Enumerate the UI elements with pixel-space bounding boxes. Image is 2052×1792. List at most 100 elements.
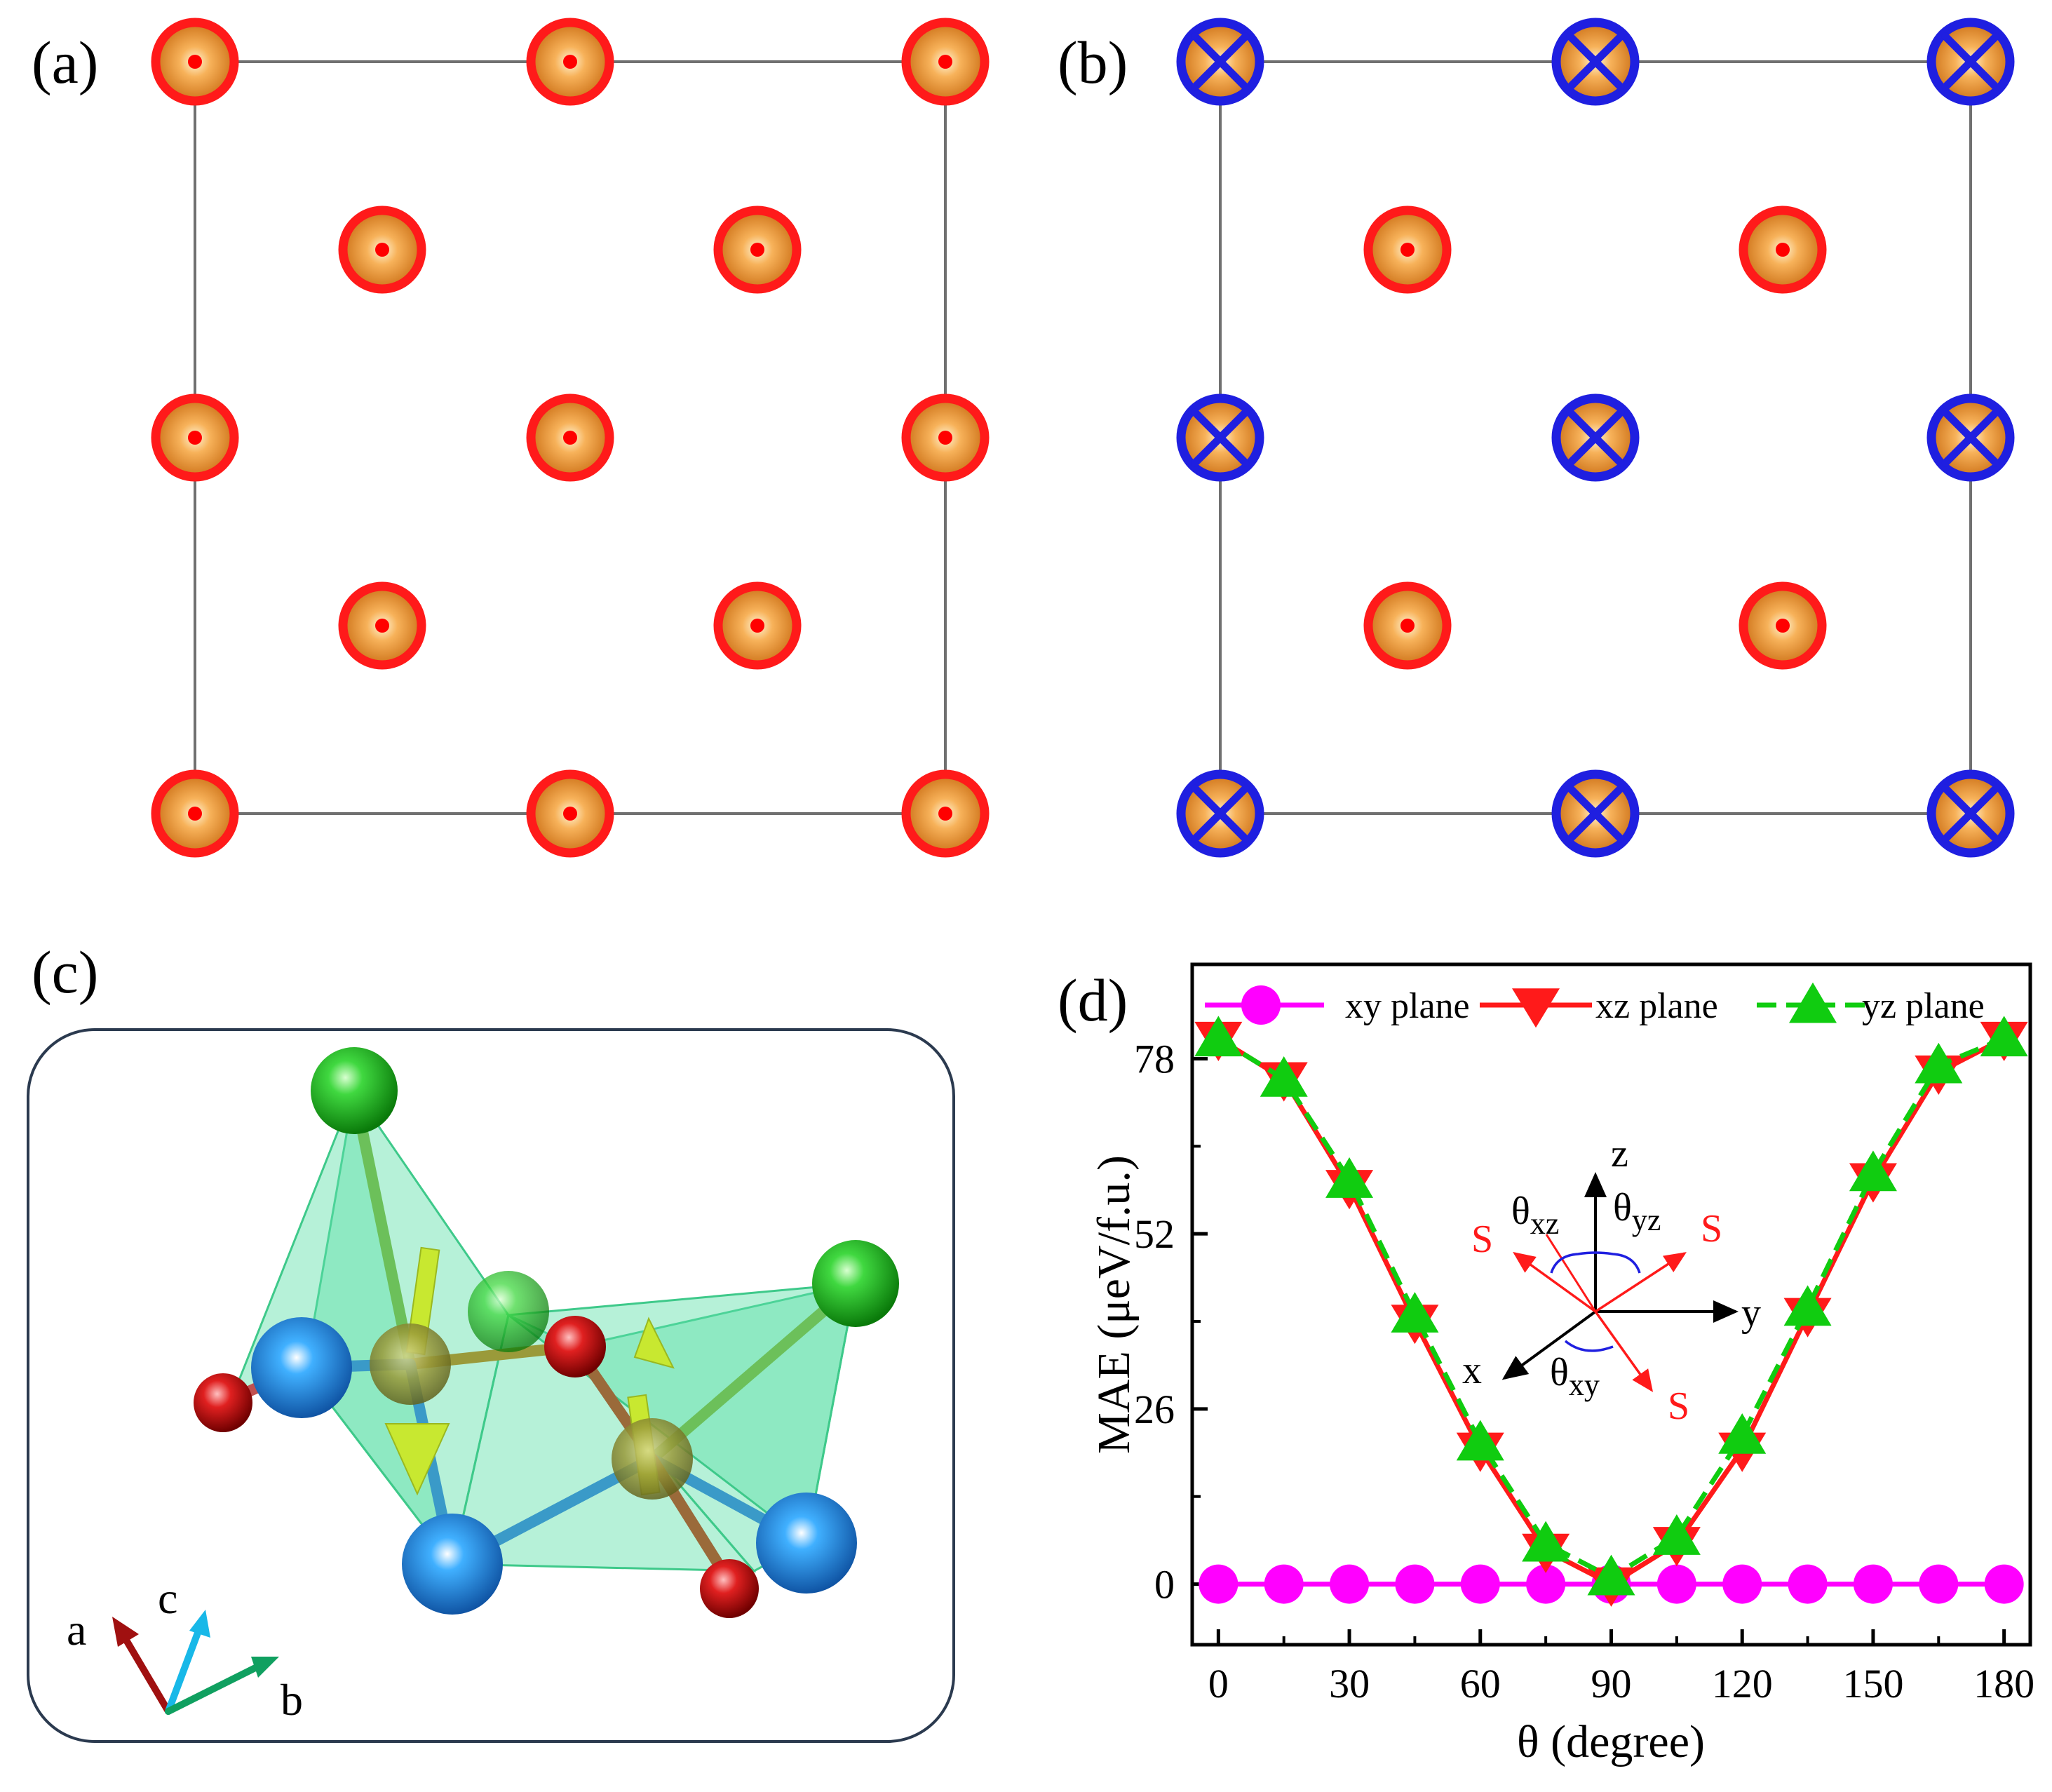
spin-down-site xyxy=(1926,18,2015,106)
marker-circle xyxy=(1919,1564,1959,1604)
marker-triangle-up xyxy=(1456,1420,1504,1461)
inset-label-x: x xyxy=(1462,1349,1482,1392)
marker-circle xyxy=(1984,1564,2024,1604)
panel-d-label: (d) xyxy=(1058,966,1128,1034)
panel-c-label: (c) xyxy=(32,938,98,1006)
inset-arc-xz-yz xyxy=(1550,1251,1641,1274)
spin-down-site xyxy=(1926,769,2015,858)
axis-label-c: c xyxy=(158,1573,177,1623)
legend-label: yz plane xyxy=(1862,986,1985,1026)
y-tick-label: 78 xyxy=(1134,1036,1175,1082)
panel-c-structure: a c b xyxy=(27,1028,955,1743)
marker-circle xyxy=(1526,1564,1566,1604)
spin-up-site xyxy=(151,769,239,858)
series-yz-plane xyxy=(1194,1016,2028,1596)
inset-label-y: y xyxy=(1741,1291,1761,1335)
atom-blue xyxy=(756,1493,857,1594)
spin-up-site xyxy=(901,393,990,482)
spin-up-site xyxy=(713,206,802,294)
spin-down-site xyxy=(1551,769,1640,858)
x-tick-label: 30 xyxy=(1329,1661,1370,1706)
spin-up-site xyxy=(526,769,614,858)
marker-circle xyxy=(1395,1564,1435,1604)
marker-circle xyxy=(1460,1564,1500,1604)
marker-circle xyxy=(1330,1564,1370,1604)
marker-circle xyxy=(1722,1564,1762,1604)
marker-circle xyxy=(1788,1564,1828,1604)
inset-angle-xy: θxy xyxy=(1550,1351,1600,1402)
spin-up-site xyxy=(713,581,802,670)
panel-b-lattice xyxy=(1176,18,2015,858)
inset-arc-xy xyxy=(1564,1340,1614,1352)
y-axis-label: MAE (μeV/f.u.) xyxy=(1088,1155,1140,1454)
atom-blue xyxy=(251,1317,352,1418)
x-tick-label: 180 xyxy=(1973,1661,2034,1706)
axis-label-a: a xyxy=(67,1605,86,1655)
series-xy-plane xyxy=(1199,1564,2024,1604)
spin-up-site xyxy=(526,393,614,482)
marker-triangle-up xyxy=(1325,1157,1374,1198)
y-tick-label: 0 xyxy=(1154,1562,1175,1608)
marker-triangle-up xyxy=(1194,1016,1243,1057)
atom-green xyxy=(812,1240,899,1327)
atom-olive xyxy=(370,1323,451,1405)
x-tick-label: 60 xyxy=(1460,1661,1501,1706)
y-tick-label: 26 xyxy=(1134,1387,1175,1432)
spin-up-site xyxy=(901,18,990,106)
spin-down-site xyxy=(1176,393,1264,482)
inset-angle-xz: θxz xyxy=(1511,1190,1559,1241)
x-tick-label: 150 xyxy=(1842,1661,1903,1706)
marker-circle xyxy=(1656,1564,1696,1604)
legend-label: xy plane xyxy=(1345,986,1470,1026)
marker-triangle-up xyxy=(1652,1514,1701,1555)
legend: xy plane xz plane yz plane xyxy=(1205,982,1985,1028)
spin-up-site xyxy=(338,206,426,294)
axis-label-b: b xyxy=(281,1675,303,1725)
inset-diagram: z y x S S S θxz θyz θxy xyxy=(1462,1132,1761,1428)
legend-entry: xz plane xyxy=(1480,986,1718,1028)
x-tick-label: 120 xyxy=(1712,1661,1773,1706)
inset-spin-2 xyxy=(1595,1252,1687,1313)
marker-triangle-up xyxy=(1980,1016,2028,1057)
y-tick-label: 52 xyxy=(1134,1211,1175,1257)
spin-up-site xyxy=(1739,581,1827,670)
spin-down-site xyxy=(1176,769,1264,858)
axis-triad: a c b xyxy=(67,1573,303,1725)
marker-triangle-up xyxy=(1391,1292,1439,1333)
inset-spin-label-1: S xyxy=(1471,1218,1493,1261)
inset-angle-yz: θyz xyxy=(1613,1186,1661,1237)
marker-circle xyxy=(1264,1564,1304,1604)
spin-up-site xyxy=(338,581,426,670)
panel-b-label: (b) xyxy=(1058,29,1128,96)
spin-down-site xyxy=(1926,393,2015,482)
y-ticks: 0 26 52 78 xyxy=(1134,1036,1208,1608)
marker-triangle-up xyxy=(1783,1285,1832,1326)
legend-label: xz plane xyxy=(1595,986,1718,1026)
spin-down-site xyxy=(1176,18,1264,106)
atoms xyxy=(194,1047,899,1618)
marker-triangle-up xyxy=(1718,1413,1767,1454)
atom-blue xyxy=(402,1514,503,1615)
panel-a-lattice xyxy=(151,18,990,858)
x-tick-label: 90 xyxy=(1591,1661,1632,1706)
inset-spin-3 xyxy=(1594,1310,1654,1392)
atom-red xyxy=(700,1559,759,1618)
atom-green xyxy=(468,1271,549,1352)
atom-red xyxy=(544,1316,606,1377)
inset-spin-1 xyxy=(1513,1251,1597,1313)
legend-entry: yz plane xyxy=(1757,982,1985,1026)
series-line xyxy=(1217,1036,2006,1580)
spin-up-site xyxy=(1363,206,1452,294)
inset-spin-line xyxy=(1545,1234,1597,1312)
spin-down-site xyxy=(1551,18,1640,106)
marker-circle xyxy=(1199,1564,1238,1604)
spin-up-site xyxy=(151,18,239,106)
marker-triangle-up xyxy=(1849,1150,1897,1192)
inset-spin-label-2: S xyxy=(1701,1207,1722,1251)
series-xz-plane xyxy=(1194,1021,2028,1607)
spin-up-site xyxy=(151,393,239,482)
inset-spin-label-3: S xyxy=(1668,1385,1689,1428)
